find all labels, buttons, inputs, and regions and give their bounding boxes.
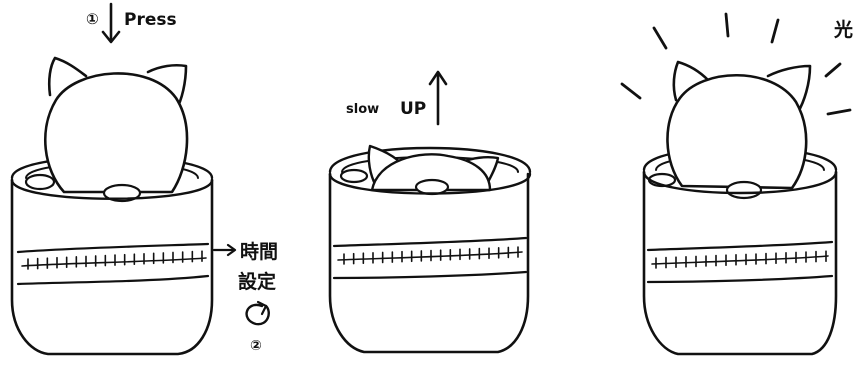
up-label: UP	[400, 99, 426, 119]
light-ray-4	[770, 18, 780, 44]
pot-2-rim-front	[328, 172, 532, 195]
light-ray-2	[652, 26, 668, 50]
light-ray-5	[824, 62, 842, 78]
time-setting-label-line2: 設定	[238, 270, 276, 293]
pot-2-dial-bottom	[332, 270, 528, 280]
cat-2-left-ear	[367, 144, 404, 184]
press-label: Press	[124, 10, 177, 30]
step-marker-1: ①	[86, 10, 99, 28]
cat-2-paw-left	[339, 168, 369, 184]
pot-1-body	[10, 178, 214, 356]
light-ray-3	[724, 12, 730, 38]
panel-1-press: ① Press 時間 設定 ②	[10, 2, 278, 356]
cat-2-head	[370, 153, 492, 192]
cat-3-head	[666, 74, 808, 190]
pot-3-dial-scale	[651, 255, 829, 265]
rotate-arrowhead	[256, 300, 268, 316]
panel-3-light: 光	[620, 12, 853, 356]
cat-3-right-ear	[766, 64, 812, 114]
time-setting-label-line1: 時間	[240, 241, 278, 263]
pot-2-dial-top	[332, 236, 528, 248]
light-label: 光	[833, 18, 853, 41]
rotate-icon	[245, 303, 270, 326]
pot-1-dial-scale	[21, 257, 207, 267]
press-down-arrowhead	[101, 30, 121, 44]
pot-2-dial-ticks	[343, 246, 519, 265]
cat-1-paw-right	[102, 183, 142, 203]
time-setting-arrowhead	[226, 243, 237, 257]
light-ray-6	[826, 108, 852, 116]
pot-2-rim-back	[328, 146, 532, 174]
pot-1-dial-ticks	[27, 250, 203, 270]
pot-3-dial-bottom	[646, 274, 834, 284]
light-ray-1	[620, 82, 642, 100]
pot-3-dial-ticks	[655, 250, 827, 269]
pot-1-rim-front	[10, 178, 214, 200]
cat-2-paw-right	[414, 178, 450, 196]
cat-1-head	[44, 72, 189, 194]
pot-2-body	[328, 172, 530, 354]
pot-2-dial-scale	[337, 251, 523, 261]
step-marker-2: ②	[250, 338, 262, 354]
pot-1-dial-bottom	[16, 274, 210, 286]
cat-3-left-ear	[672, 60, 710, 102]
cat-1-left-ear	[47, 56, 88, 97]
slow-label: slow	[346, 102, 379, 117]
panel-2-slow-up: slow UP	[328, 70, 532, 354]
pot-1-dial-top	[16, 242, 210, 254]
pot-3-body	[642, 170, 838, 356]
pot-3-rim-front	[642, 170, 838, 195]
up-arrowhead	[428, 70, 448, 86]
cat-3-paw-right	[725, 180, 763, 200]
cat-1-paw-left	[24, 173, 56, 191]
pot-3-dial-top	[646, 240, 834, 252]
